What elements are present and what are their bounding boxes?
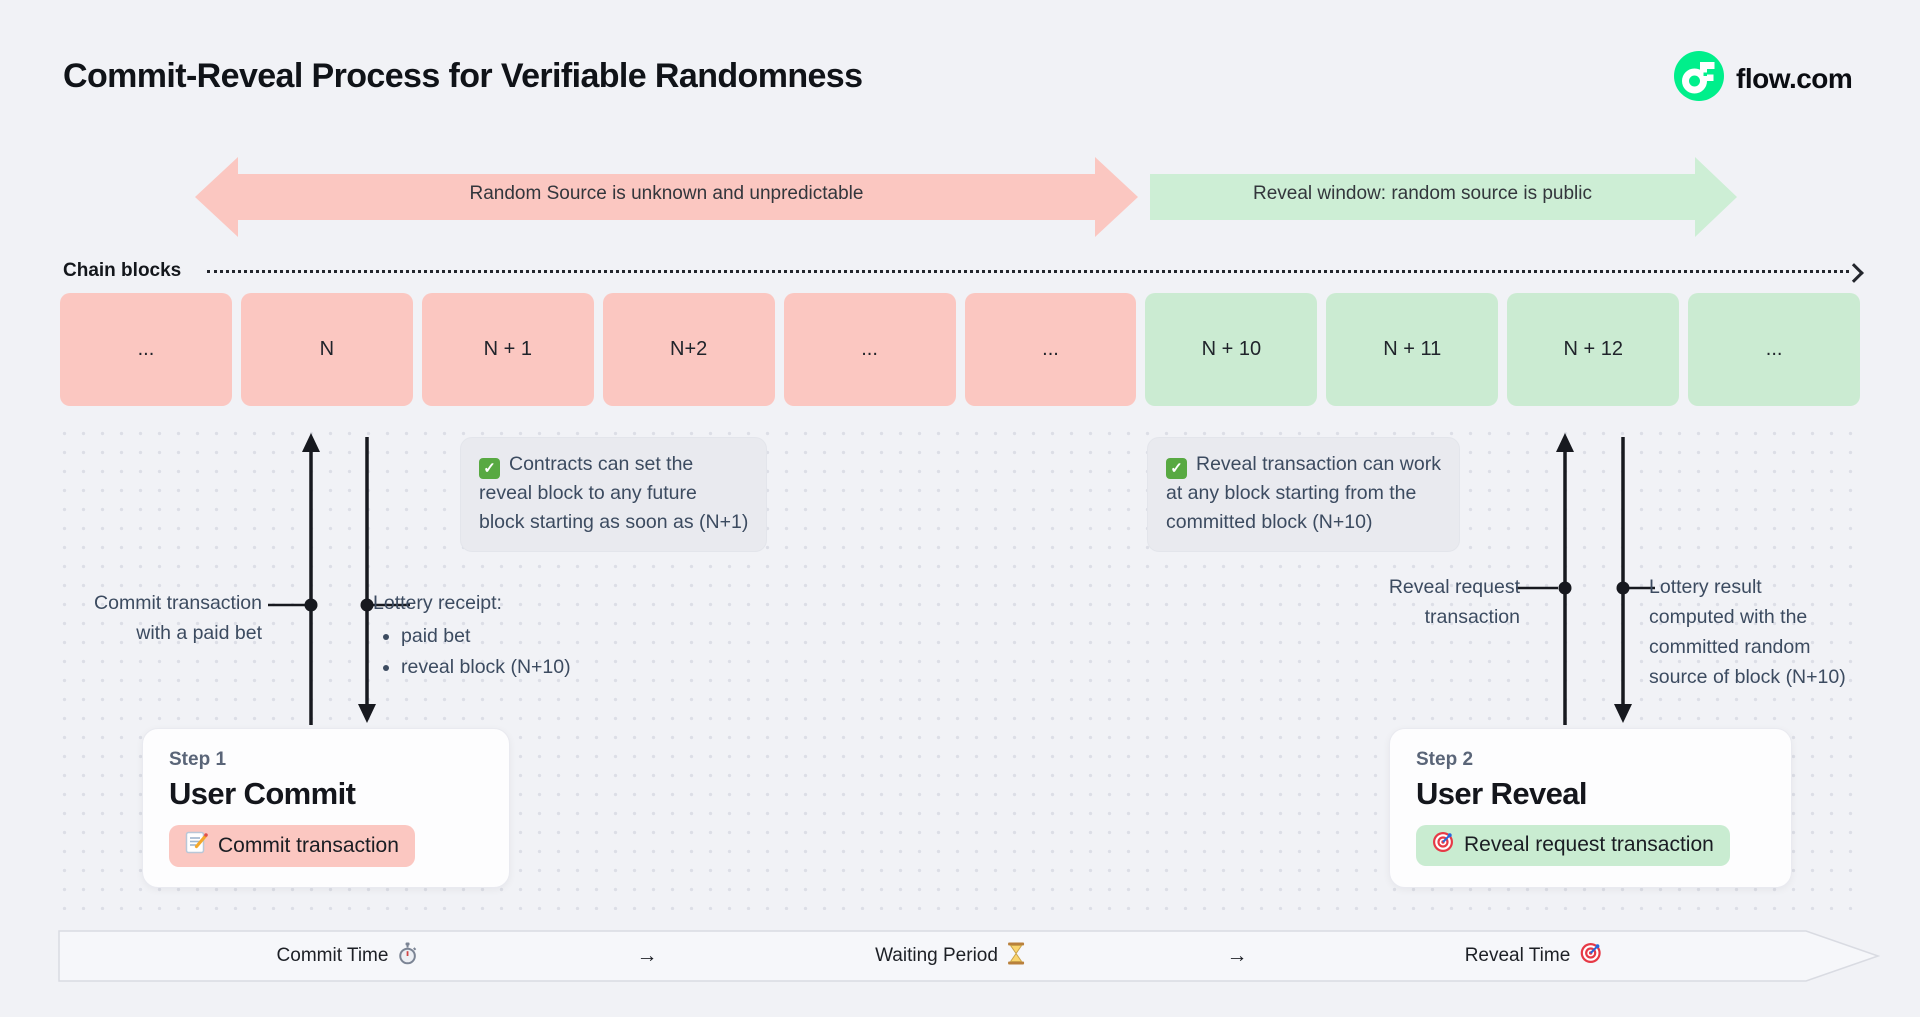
- note-line: reveal block to any future: [479, 482, 697, 504]
- chain-block: N: [240, 293, 413, 406]
- timeline-arrow-separator: →: [1226, 944, 1248, 967]
- chain-block: ...: [783, 293, 956, 406]
- reveal-note: ✓ Reveal transaction can work at any bloc…: [1147, 437, 1460, 552]
- step2-title: User Reveal: [1416, 776, 1588, 811]
- chain-block: N + 1: [421, 293, 594, 406]
- chain-block: N + 12: [1507, 293, 1680, 406]
- page-title: Commit-Reveal Process for Verifiable Ran…: [63, 57, 863, 95]
- note-line: Reveal transaction can work: [1196, 453, 1441, 475]
- flow-logo-icon: [1674, 51, 1724, 106]
- receipt-item: paid bet: [401, 621, 571, 651]
- brand-name: flow.com: [1736, 62, 1853, 94]
- check-icon: ✓: [479, 458, 500, 479]
- memo-icon: [185, 831, 208, 860]
- pill-label: Reveal request transaction: [1464, 833, 1714, 856]
- commit-phase-arrow: [195, 157, 1138, 237]
- commit-transaction-annotation: Commit transaction with a paid bet: [94, 592, 262, 644]
- note-line: block starting as soon as (N+1): [479, 511, 749, 533]
- hourglass-icon: [1007, 942, 1025, 971]
- brand: flow.com: [1674, 51, 1853, 106]
- check-icon: ✓: [1166, 458, 1187, 479]
- receipt-item: reveal block (N+10): [401, 652, 571, 682]
- chain-block: N + 10: [1145, 293, 1318, 406]
- reveal-request-pill: Reveal request transaction: [1416, 825, 1730, 866]
- target-icon: [1432, 831, 1454, 859]
- chain-block: ...: [1688, 293, 1861, 406]
- phase-arrows: [195, 157, 1737, 237]
- chain-block: ...: [60, 293, 232, 406]
- note-line: Contracts can set the: [509, 453, 694, 475]
- target-icon: [1579, 942, 1601, 970]
- step2-label: Step 2: [1416, 749, 1474, 770]
- chain-block: N+2: [602, 293, 775, 406]
- note-line: at any block starting from the: [1166, 482, 1417, 504]
- reveal-phase-label: Reveal window: random source is public: [1253, 183, 1592, 204]
- chain-blocks-label: Chain blocks: [63, 260, 182, 281]
- reveal-request-annotation: Reveal request transaction: [1388, 576, 1520, 628]
- timeline-arrow-separator: →: [636, 944, 658, 967]
- lottery-receipt-annotation: Lottery receipt: paid bet reveal block (…: [373, 588, 571, 683]
- chain-blocks-row: ... N N + 1 N+2 ... ... N + 10 N + 11 N …: [60, 293, 1861, 406]
- commit-note: ✓ Contracts can set the reveal block to a…: [460, 437, 768, 552]
- step1-card: Step 1 User Commit Commit transaction: [142, 728, 510, 888]
- commit-transaction-pill: Commit transaction: [169, 825, 415, 867]
- timeline-waiting-period: Waiting Period: [875, 930, 1025, 982]
- chain-block: N + 11: [1326, 293, 1499, 406]
- chain-timeline-dotted-line: [207, 270, 1849, 273]
- chain-block: ...: [964, 293, 1137, 406]
- timeline-commit-time: Commit Time: [277, 930, 418, 982]
- step1-label: Step 1: [169, 749, 227, 770]
- timeline-arrow-outline: [58, 930, 1881, 982]
- stopwatch-icon: [397, 942, 417, 971]
- reveal-phase-arrow: [1150, 157, 1737, 237]
- chain-timeline-arrowhead-icon: [1844, 263, 1864, 283]
- commit-phase-label: Random Source is unknown and unpredictab…: [469, 183, 864, 204]
- step2-card: Step 2 User Reveal Reveal request transa…: [1389, 728, 1792, 888]
- lottery-result-annotation: Lottery result computed with the committ…: [1649, 576, 1846, 688]
- time-phases-bar: Commit Time → Waiting Period: [58, 930, 1881, 982]
- note-line: committed block (N+10): [1166, 511, 1373, 533]
- step1-title: User Commit: [169, 776, 356, 811]
- pill-label: Commit transaction: [218, 833, 399, 857]
- timeline-reveal-time: Reveal Time: [1465, 930, 1602, 982]
